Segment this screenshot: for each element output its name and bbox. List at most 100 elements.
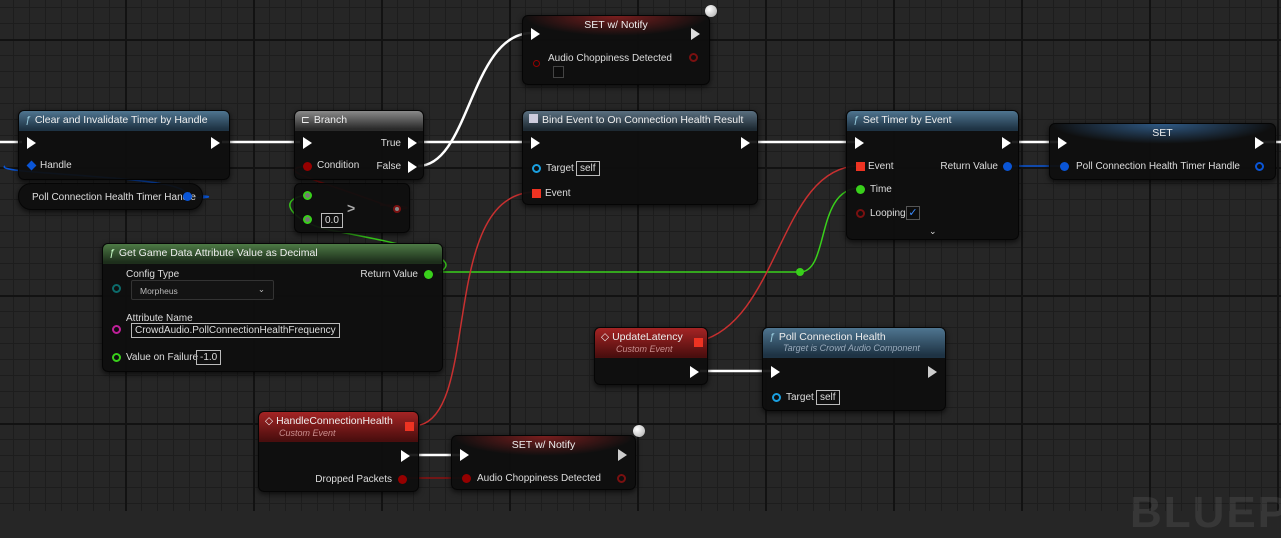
set-with-notify-node-bottom[interactable]: SET w/ Notify Audio Choppiness Detected (451, 435, 636, 490)
event-dispatcher-icon (529, 114, 538, 123)
node-title: Branch (313, 114, 348, 126)
exec-out-pin[interactable] (401, 450, 410, 462)
time-pin[interactable] (856, 185, 865, 194)
function-icon: ƒ (853, 114, 859, 126)
exec-in-pin[interactable] (771, 366, 780, 378)
return-value-pin[interactable] (1003, 162, 1012, 171)
node-title: SET w/ Notify (523, 16, 709, 36)
branch-node[interactable]: ⊏Branch True Condition False (294, 110, 424, 180)
exec-in-pin[interactable] (27, 137, 36, 149)
exec-out-pin[interactable] (928, 366, 937, 378)
config-type-value: Morpheus (140, 286, 178, 296)
exec-in-pin[interactable] (855, 137, 864, 149)
b-value-input[interactable]: 0.0 (321, 213, 343, 228)
bool-out-pin[interactable] (393, 205, 401, 213)
exec-out-pin[interactable] (691, 28, 700, 40)
target-input[interactable]: self (816, 390, 840, 405)
set-variable-node[interactable]: SET Poll Connection Health Timer Handle (1049, 123, 1276, 180)
false-label: False (376, 161, 401, 172)
delegate-out-pin[interactable] (405, 422, 414, 431)
handle-in-pin[interactable] (1060, 162, 1069, 171)
value-on-failure-label: Value on Failure (126, 352, 199, 363)
bool-in-pin[interactable] (533, 60, 540, 67)
value-checkbox[interactable] (553, 66, 564, 78)
node-title: Bind Event to On Connection Health Resul… (542, 114, 744, 126)
event-icon: ◇ (265, 415, 274, 427)
exec-out-pin[interactable] (211, 137, 220, 149)
return-value-label: Return Value (940, 161, 998, 172)
handle-pin[interactable] (26, 160, 37, 171)
true-exec-pin[interactable] (408, 137, 417, 149)
looping-label: Looping (870, 208, 906, 219)
function-icon: ƒ (25, 114, 31, 126)
node-title: Set Timer by Event (862, 114, 952, 126)
bool-in-pin[interactable] (462, 474, 471, 483)
variable-label: Poll Connection Health Timer Handle (1076, 161, 1240, 172)
handle-out-pin[interactable] (1255, 162, 1264, 171)
exec-in-pin[interactable] (531, 28, 540, 40)
time-label: Time (870, 184, 892, 195)
timer-handle-variable-node[interactable]: Poll Connection Health Timer Handle (18, 183, 203, 210)
greater-than-node[interactable]: 0.0 > (294, 183, 410, 233)
dropped-packets-label: Dropped Packets (315, 474, 392, 485)
exec-out-pin[interactable] (1255, 137, 1264, 149)
target-label: Target (546, 163, 574, 174)
exec-out-pin[interactable] (1002, 137, 1011, 149)
looping-checkbox[interactable]: ✓ (906, 206, 920, 220)
exec-in-pin[interactable] (1058, 137, 1067, 149)
delegate-out-pin[interactable] (694, 338, 703, 347)
dropped-packets-pin[interactable] (398, 475, 407, 484)
branch-icon: ⊏ (301, 114, 310, 126)
node-subtitle: Custom Event (279, 428, 336, 438)
return-value-pin[interactable] (424, 270, 433, 279)
target-pin[interactable] (532, 164, 541, 173)
variable-label: Audio Choppiness Detected (548, 53, 672, 64)
bool-out-pin[interactable] (689, 53, 698, 62)
variable-label: Poll Connection Health Timer Handle (32, 192, 196, 203)
return-value-label: Return Value (360, 269, 418, 280)
attribute-name-pin[interactable] (112, 325, 121, 334)
exec-in-pin[interactable] (303, 137, 312, 149)
attribute-name-label: Attribute Name (126, 313, 193, 324)
attribute-name-input[interactable]: CrowdAudio.PollConnectionHealthFrequency (131, 323, 340, 338)
config-type-dropdown[interactable]: Morpheus ⌄ (131, 280, 274, 300)
handle-out-pin[interactable] (183, 192, 192, 201)
config-type-pin[interactable] (112, 284, 121, 293)
target-pin[interactable] (772, 393, 781, 402)
node-subtitle: Target is Crowd Audio Component (783, 343, 920, 353)
bind-event-node[interactable]: Bind Event to On Connection Health Resul… (522, 110, 758, 205)
float-b-pin[interactable] (303, 215, 312, 224)
false-exec-pin[interactable] (408, 161, 417, 173)
exec-out-pin[interactable] (690, 366, 699, 378)
value-on-failure-pin[interactable] (112, 353, 121, 362)
event-label: Event (545, 188, 571, 199)
event-delegate-pin[interactable] (532, 189, 541, 198)
node-title: Get Game Data Attribute Value as Decimal (118, 247, 318, 259)
config-type-label: Config Type (126, 269, 180, 280)
bool-out-pin[interactable] (617, 474, 626, 483)
expand-chevron-icon[interactable]: ⌄ (929, 226, 937, 236)
exec-out-pin[interactable] (741, 137, 750, 149)
target-label: Target (786, 392, 814, 403)
node-title: Clear and Invalidate Timer by Handle (34, 114, 208, 126)
value-on-failure-input[interactable]: -1.0 (196, 350, 222, 365)
event-pin[interactable] (856, 162, 865, 171)
replication-icon (705, 5, 717, 17)
exec-in-pin[interactable] (531, 137, 540, 149)
target-input[interactable]: self (576, 161, 600, 176)
condition-pin[interactable] (303, 162, 312, 171)
looping-pin[interactable] (856, 209, 865, 218)
chevron-down-icon: ⌄ (257, 284, 265, 294)
float-a-pin[interactable] (303, 191, 312, 200)
node-title: Poll Connection Health (778, 331, 886, 343)
set-with-notify-node[interactable]: SET w/ Notify Audio Choppiness Detected (522, 15, 710, 85)
node-subtitle: Custom Event (616, 344, 673, 354)
exec-out-pin[interactable] (618, 449, 627, 461)
exec-in-pin[interactable] (460, 449, 469, 461)
